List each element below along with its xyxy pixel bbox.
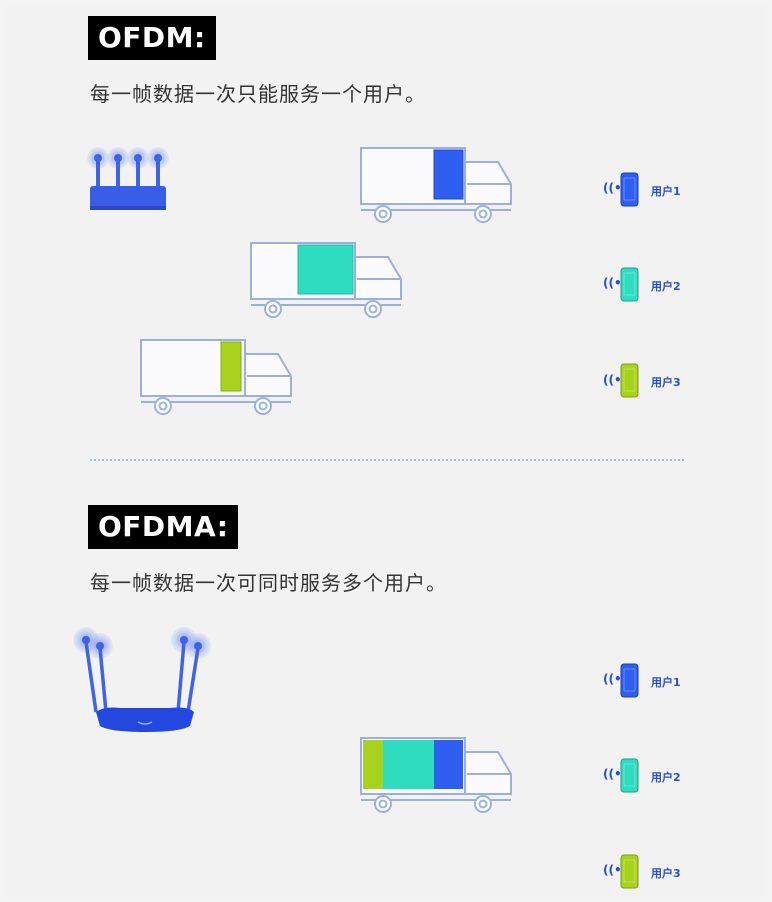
ofdm-phone-1-icon <box>620 172 639 207</box>
section-divider <box>90 459 684 461</box>
ofdm-user-1-label: 用户1 <box>651 185 681 198</box>
ofdma-user-1-label: 用户1 <box>651 676 681 689</box>
ofdm-user-2-label: 用户2 <box>651 280 681 293</box>
signal-icon: ((• <box>603 863 622 877</box>
ofdm-phone-3-icon <box>620 363 639 398</box>
ofdm-truck-3-icon <box>140 339 292 415</box>
ofdma-phone-1-icon <box>620 663 639 698</box>
ofdma-truck-icon <box>360 737 512 813</box>
signal-icon: ((• <box>603 767 622 781</box>
ofdm-router-icon <box>87 147 169 210</box>
ofdm-description: 每一帧数据一次只能服务一个用户。 <box>90 82 426 106</box>
ofdma-description: 每一帧数据一次可同时服务多个用户。 <box>90 571 447 595</box>
ofdm-user-3-label: 用户3 <box>651 376 681 389</box>
ofdma-phone-3-icon <box>620 854 639 889</box>
ofdma-router-icon <box>73 627 211 732</box>
signal-icon: ((• <box>603 373 622 387</box>
ofdma-tag: OFDMA: <box>88 505 239 549</box>
signal-icon: ((• <box>603 672 622 686</box>
ofdm-phone-2-icon <box>620 267 639 302</box>
ofdm-truck-2-icon <box>250 242 402 318</box>
ofdma-user-2-label: 用户2 <box>651 771 681 784</box>
ofdma-user-3-label: 用户3 <box>651 867 681 880</box>
signal-icon: ((• <box>603 181 622 195</box>
ofdma-phone-2-icon <box>620 758 639 793</box>
signal-icon: ((• <box>603 276 622 290</box>
ofdm-tag: OFDM: <box>88 16 216 60</box>
ofdm-truck-1-icon <box>360 147 512 223</box>
